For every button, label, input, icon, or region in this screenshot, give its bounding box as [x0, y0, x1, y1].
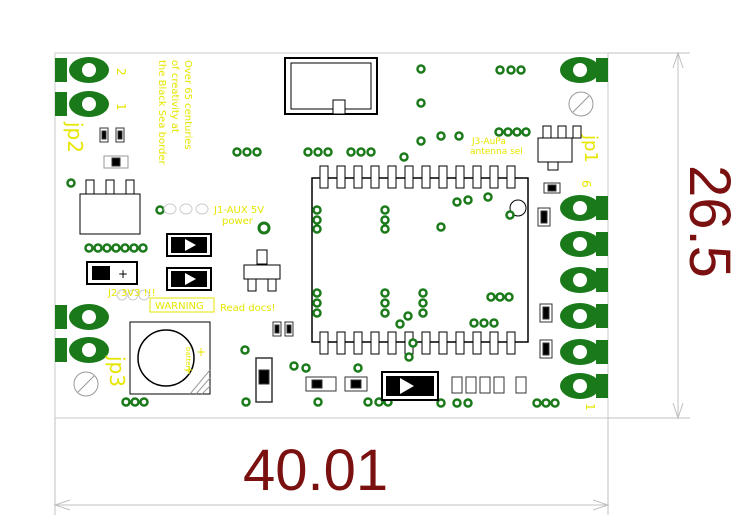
pad-ovals-j1 [116, 203, 209, 301]
smd-pads-bottom [255, 303, 553, 403]
via-row-regulator [84, 205, 165, 253]
connector-jp1 [560, 195, 608, 399]
via [66, 178, 76, 188]
via-row-jp3 [121, 397, 149, 407]
j3-sub-label: antenna sel [470, 147, 523, 157]
voltage-regulator-footprint [79, 179, 141, 235]
j2-label: J2-3V3 !!! [107, 288, 156, 299]
battery-holder [129, 321, 211, 395]
jp1-pin1-label: 1 [583, 403, 597, 411]
smd-pads-left-top [99, 127, 129, 169]
diode-d2 [166, 267, 212, 291]
warning-box [149, 297, 215, 313]
jp1-label: jp1 [580, 134, 601, 163]
jp1-pin6-label: 6 [579, 180, 593, 188]
antenna-selector-switch [537, 125, 582, 171]
battery-plus-2: + [184, 363, 194, 377]
slogan-line-3: the Black Sea border [156, 60, 167, 166]
read-docs-label: Read docs! [220, 303, 276, 314]
dimension-arrows [53, 51, 684, 511]
svg-text:+: + [118, 267, 128, 281]
jp2-label: jp2 [63, 121, 87, 153]
tantalum-capacitor: + [86, 261, 138, 285]
smd-pads-right-top [537, 182, 561, 227]
transistor-sot23 [243, 249, 281, 292]
j3-label: J3-AuPa [471, 137, 506, 147]
jp2-pin1-label: 1 [114, 103, 128, 111]
connector-jp1-top [560, 57, 608, 83]
j1-label: J1-AUX 5V [213, 205, 264, 216]
diode-d3 [381, 371, 439, 401]
jp2-pin2-label: 2 [114, 68, 128, 76]
slogan-line-1: Over 65 centuries [182, 60, 193, 150]
via [257, 221, 271, 235]
warning-label: WARNING [155, 301, 204, 312]
height-dimension: 26.5 [677, 165, 740, 278]
connector-jp2 [55, 57, 109, 117]
dimension-lines [54, 52, 690, 515]
battery-plus: + [196, 345, 206, 359]
diode-d1 [166, 233, 212, 257]
vias-module [240, 192, 560, 408]
j1-power-label: power [222, 216, 254, 227]
slogan-line-2: of creativity at [169, 60, 180, 133]
vias-top [232, 64, 531, 162]
connector-jp3 [55, 304, 109, 363]
jp3-label: jp3 [105, 355, 129, 387]
width-dimension: 40.01 [243, 438, 388, 503]
switch-footprint [284, 57, 378, 115]
battery-label: battery [184, 347, 192, 373]
